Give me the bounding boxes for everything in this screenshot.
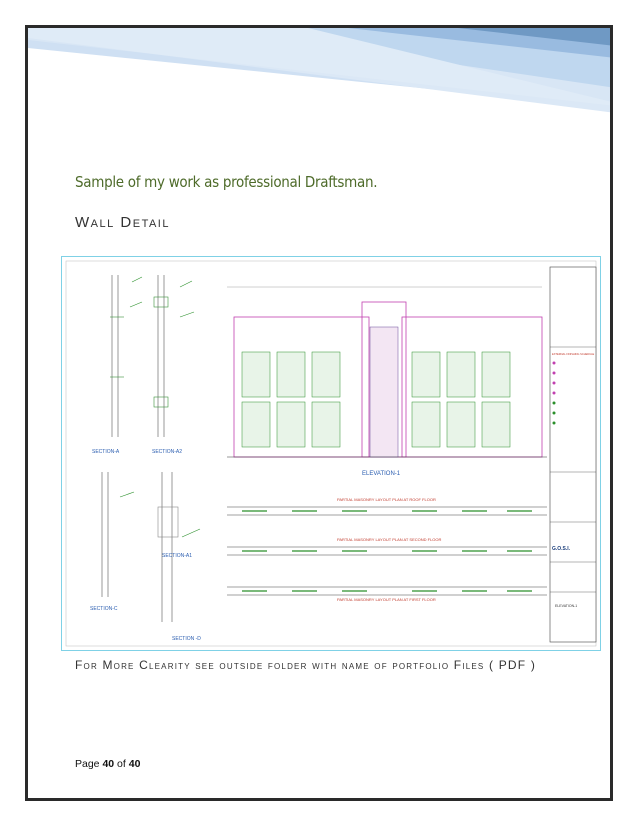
cad-drawing: SECTION-A SECTION-A2 SECTION-A1 SECTION-…: [61, 256, 601, 651]
section-a2-label: SECTION-A2: [152, 449, 182, 455]
plan-label-second: PARTIAL MASONRY LAYOUT PLAN AT SECOND FL…: [337, 537, 442, 542]
section-drawings: [101, 275, 201, 622]
page-footer: Page 40 of 40: [75, 758, 140, 770]
page-frame: Sample of my work as professional Drafts…: [25, 25, 613, 801]
footer-current-page: 40: [102, 758, 115, 770]
section-a-label: SECTION-A: [92, 449, 120, 455]
section-a1-label: SECTION-A1: [162, 553, 192, 559]
title-block: EXTERNAL FINISHING SCHEDULE G.O.S.I. ELE…: [549, 266, 597, 643]
section-c-label: SECTION-C: [90, 606, 118, 612]
section-heading: Wall Detail: [75, 214, 170, 231]
page-subtitle: Sample of my work as professional Drafts…: [75, 173, 378, 191]
footer-total-pages: 40: [128, 758, 141, 770]
finishing-schedule-header: EXTERNAL FINISHING SCHEDULE: [552, 352, 595, 356]
plan-drawings: [227, 506, 547, 596]
header-banner: [28, 28, 610, 113]
client-name: G.O.S.I.: [552, 546, 571, 552]
sheet-title: ELEVATION-1: [555, 604, 577, 608]
clarity-note: For More Clearity see outside folder wit…: [75, 658, 537, 672]
footer-middle: of: [114, 758, 129, 770]
plan-label-first: PARTIAL MASONRY LAYOUT PLAN AT FIRST FLO…: [337, 597, 436, 602]
plan-label-roof: PARTIAL MASONRY LAYOUT PLAN AT ROOF FLOO…: [337, 497, 436, 502]
footer-prefix: Page: [75, 758, 103, 770]
elevation-drawing: ELEVATION-1: [227, 286, 547, 477]
section-d-label: SECTION -D: [172, 636, 201, 642]
elevation-label: ELEVATION-1: [362, 471, 401, 477]
